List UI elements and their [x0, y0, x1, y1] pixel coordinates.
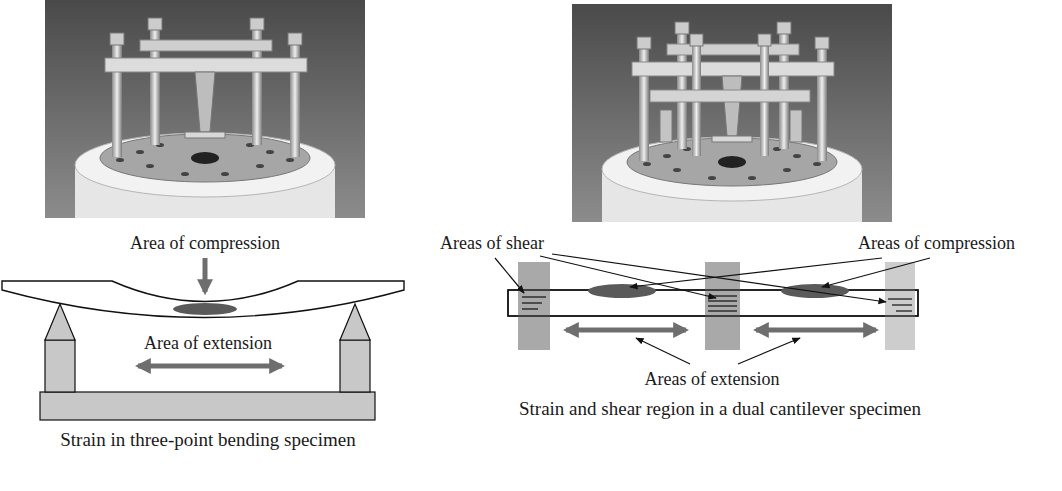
shear-lines: [708, 310, 737, 311]
extension-arrow: [138, 364, 282, 369]
fixture-photo: [256, 164, 264, 168]
leader-line: [495, 258, 524, 293]
fixture-photo: [45, 0, 365, 218]
fixture-photo: [116, 158, 124, 162]
fixture-photo: [146, 164, 154, 168]
compression-label: Area of compression: [130, 232, 280, 255]
fixture-photo: [195, 72, 215, 132]
fixture-photo: [148, 18, 162, 30]
clamp: [518, 262, 550, 350]
load-arrow: [203, 258, 208, 292]
shear-lines: [708, 300, 737, 301]
compression-zone: [781, 284, 849, 298]
dual-cantilever-schematic: [495, 254, 930, 364]
leader-line: [738, 338, 800, 364]
leader-line: [540, 256, 716, 298]
fixture-photo: [758, 34, 771, 46]
leader-line: [552, 254, 886, 302]
fixture-photo: [105, 58, 307, 72]
extension-label: Areas of extension: [645, 368, 780, 391]
fixture-photo: [650, 90, 810, 102]
fixture-photo: [266, 150, 274, 154]
extension-arrow: [756, 328, 876, 333]
shear-lines: [522, 302, 542, 303]
three-point-bending-schematic: [2, 258, 404, 420]
fixture-photo: [140, 40, 272, 51]
fixture-photo: [572, 4, 892, 222]
leader-line: [630, 258, 882, 287]
clamp: [885, 262, 915, 350]
shear-lines: [708, 295, 737, 296]
base-plate: [40, 392, 375, 420]
fixture-photo: [660, 110, 672, 142]
compression-label: Areas of compression: [858, 232, 1015, 255]
shear-lines: [708, 305, 737, 306]
fixture-photo: [185, 132, 225, 138]
figure-caption: Strain in three-point bending specimen: [58, 428, 358, 452]
specimen-bar: [508, 290, 918, 316]
extension-label: Area of extension: [144, 332, 272, 355]
fixture-photo: [221, 172, 229, 176]
support-pillar: [340, 340, 370, 392]
leader-line: [636, 338, 690, 364]
extension-arrow: [566, 328, 686, 333]
shear-label: Areas of shear: [440, 232, 544, 255]
support-edge: [45, 304, 75, 340]
shear-lines: [522, 308, 538, 309]
fixture-photo: [250, 18, 264, 30]
fixture-photo: [288, 33, 302, 45]
shear-lines: [522, 296, 546, 297]
figure-caption: Strain and shear region in a dual cantil…: [519, 397, 921, 421]
compression-zone: [588, 284, 656, 298]
leader-line: [822, 258, 930, 287]
leader-line: [495, 254, 930, 364]
fixture-photo: [572, 4, 892, 222]
fixture-photo: [45, 0, 365, 218]
shear-lines: [892, 304, 912, 305]
support-edge: [340, 304, 370, 340]
fixture-photo: [790, 110, 802, 142]
fixture-photo: [100, 134, 310, 182]
fixture-photo: [110, 33, 124, 45]
fixture-photo: [690, 34, 703, 46]
compression-zone: [173, 303, 237, 315]
shear-lines: [888, 298, 912, 299]
fixture-photo: [136, 150, 144, 154]
support-pillar: [45, 340, 75, 392]
shear-lines: [896, 310, 912, 311]
fixture-photo: [286, 158, 294, 162]
fixture-photo: [181, 172, 189, 176]
shear-lines: [522, 296, 912, 311]
fixture-photo: [191, 152, 219, 164]
